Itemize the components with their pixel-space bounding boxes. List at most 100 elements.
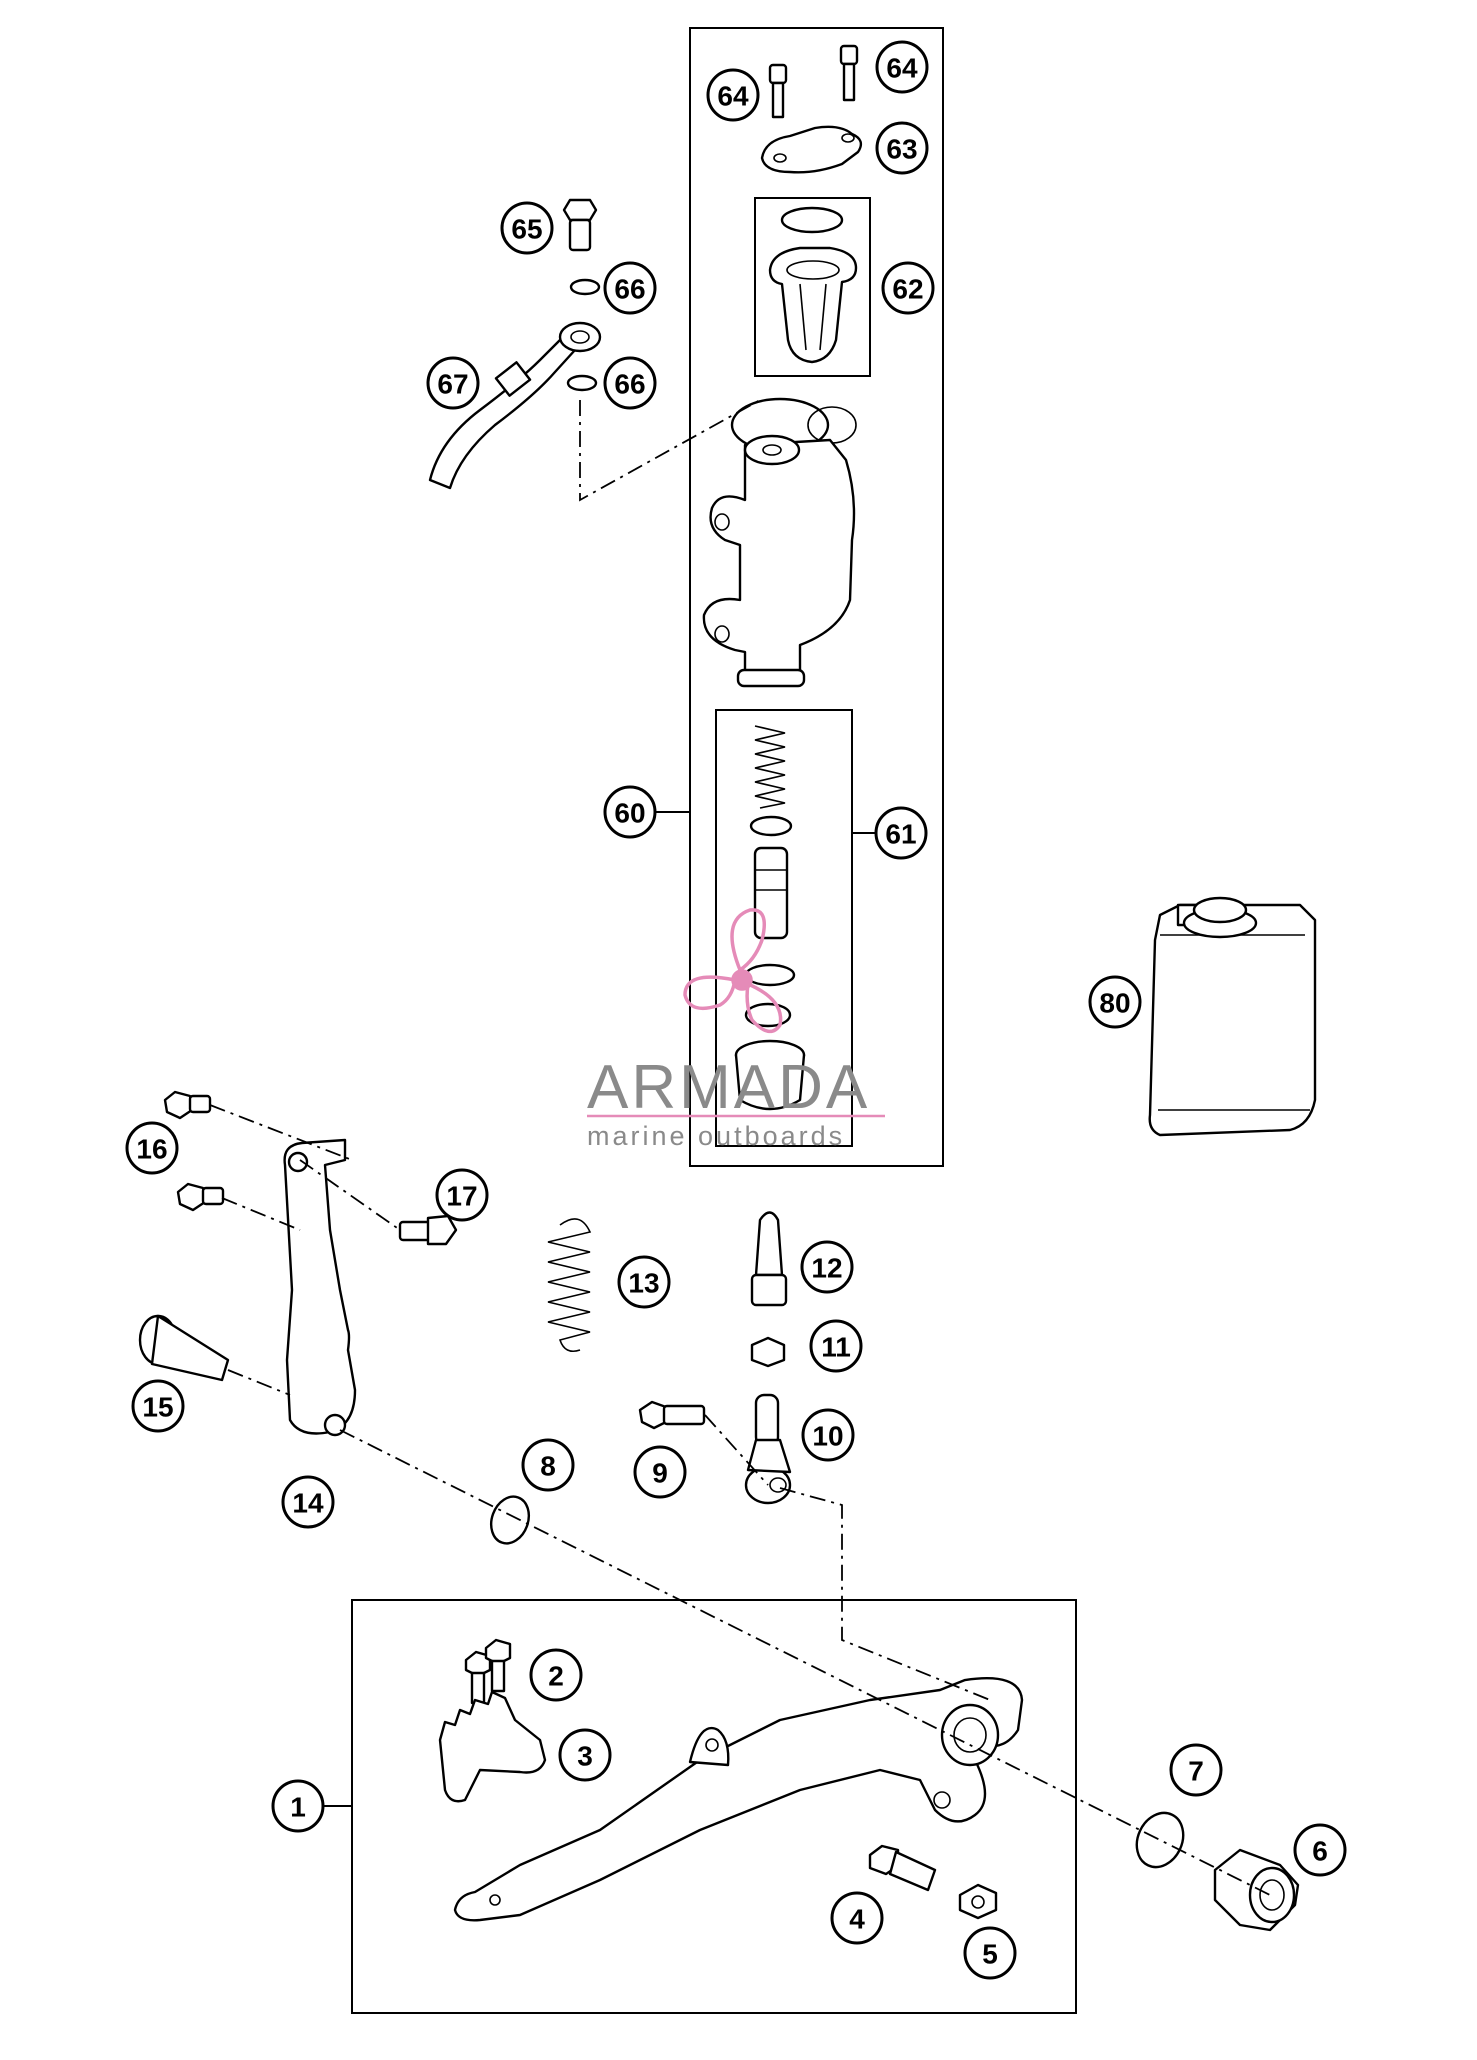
bolt-part-17 bbox=[398, 1214, 458, 1246]
assembly-line-17 bbox=[299, 1159, 401, 1231]
cover-part-63 bbox=[760, 125, 863, 174]
callout-2: 2 bbox=[529, 1648, 583, 1702]
bolt-part-16-upper bbox=[163, 1090, 212, 1120]
boot-part-61 bbox=[734, 1039, 806, 1111]
watermark-subtitle: marine outboards bbox=[587, 1121, 845, 1151]
callout-61: 61 bbox=[874, 806, 928, 860]
callout-64-left: 64 bbox=[706, 68, 760, 122]
svg-text:60: 60 bbox=[614, 798, 645, 829]
bolt-part-16-lower bbox=[176, 1182, 225, 1212]
svg-text:65: 65 bbox=[511, 214, 542, 245]
svg-text:16: 16 bbox=[136, 1134, 167, 1165]
callout-11: 11 bbox=[809, 1319, 863, 1373]
washer-part-61 bbox=[744, 963, 796, 987]
svg-text:7: 7 bbox=[1188, 1756, 1204, 1787]
callout-13: 13 bbox=[617, 1255, 671, 1309]
bracket-part-14 bbox=[283, 1138, 357, 1437]
callout-6: 6 bbox=[1293, 1823, 1347, 1877]
callout-5: 5 bbox=[963, 1926, 1017, 1980]
clevis-part-10 bbox=[744, 1393, 792, 1505]
group-box-62 bbox=[754, 197, 871, 377]
screws-part-2 bbox=[464, 1638, 512, 1705]
assembly-line-9 bbox=[704, 1414, 769, 1486]
spring-part-13 bbox=[547, 1218, 592, 1353]
callout-67: 67 bbox=[426, 356, 480, 410]
svg-text:9: 9 bbox=[652, 1458, 668, 1489]
nut-part-5 bbox=[958, 1883, 998, 1920]
watermark: ARMADA marine outboards bbox=[587, 908, 885, 1151]
assembly-line-16-upper bbox=[209, 1104, 353, 1161]
svg-text:12: 12 bbox=[811, 1253, 842, 1284]
assembly-line-15 bbox=[227, 1369, 291, 1396]
callout-10: 10 bbox=[801, 1408, 855, 1462]
svg-text:67: 67 bbox=[437, 369, 468, 400]
master-cylinder-body bbox=[702, 397, 857, 688]
bolt-part-9 bbox=[638, 1400, 706, 1430]
callout-12: 12 bbox=[800, 1240, 854, 1294]
watermark-title: ARMADA bbox=[587, 1053, 870, 1122]
callout-62: 62 bbox=[881, 261, 935, 315]
callout-60: 60 bbox=[603, 785, 657, 839]
brake-hose-part-67 bbox=[428, 321, 602, 490]
bolt-part-4 bbox=[868, 1844, 937, 1892]
callout-1: 1 bbox=[271, 1779, 325, 1833]
svg-text:5: 5 bbox=[982, 1939, 998, 1970]
o-ring-part-8 bbox=[489, 1495, 531, 1545]
svg-text:14: 14 bbox=[292, 1488, 324, 1519]
callout-3: 3 bbox=[558, 1728, 612, 1782]
svg-text:4: 4 bbox=[849, 1904, 865, 1935]
assembly-line-pivot bbox=[339, 1429, 1271, 1896]
reservoir-part-62 bbox=[768, 206, 858, 364]
svg-text:80: 80 bbox=[1099, 988, 1130, 1019]
svg-text:8: 8 bbox=[540, 1451, 556, 1482]
callout-17: 17 bbox=[435, 1168, 489, 1222]
svg-text:66: 66 bbox=[614, 274, 645, 305]
assembly-line-hose bbox=[579, 399, 761, 502]
brake-pedal-part-1 bbox=[453, 1677, 1024, 1922]
svg-text:13: 13 bbox=[628, 1268, 659, 1299]
assembly-line-16-lower bbox=[221, 1197, 301, 1231]
svg-text:62: 62 bbox=[892, 274, 923, 305]
callout-80: 80 bbox=[1088, 975, 1142, 1029]
callout-14: 14 bbox=[281, 1475, 335, 1529]
svg-text:64: 64 bbox=[886, 53, 918, 84]
svg-text:61: 61 bbox=[885, 819, 916, 850]
callout-9: 9 bbox=[633, 1445, 687, 1499]
group-box-61 bbox=[715, 709, 853, 1147]
group-box-60 bbox=[689, 27, 944, 1167]
propeller-logo-icon bbox=[683, 908, 783, 1034]
svg-text:66: 66 bbox=[614, 369, 645, 400]
callout-8: 8 bbox=[521, 1438, 575, 1492]
svg-text:63: 63 bbox=[886, 134, 917, 165]
screw-part-64-right bbox=[839, 44, 859, 102]
svg-text:11: 11 bbox=[821, 1332, 851, 1363]
callout-4: 4 bbox=[830, 1891, 884, 1945]
step-plate-part-3 bbox=[438, 1690, 547, 1803]
seal-ring-part-61-a bbox=[749, 815, 793, 837]
banjo-bolt-part-65 bbox=[562, 198, 598, 252]
svg-text:1: 1 bbox=[290, 1792, 306, 1823]
callout-65: 65 bbox=[500, 201, 554, 255]
callout-7: 7 bbox=[1169, 1743, 1223, 1797]
callout-66-upper: 66 bbox=[603, 261, 657, 315]
bushing-part-6 bbox=[1213, 1848, 1300, 1932]
callout-16: 16 bbox=[125, 1121, 179, 1175]
svg-text:2: 2 bbox=[548, 1661, 564, 1692]
callout-63: 63 bbox=[875, 121, 929, 175]
assembly-line-clevis bbox=[779, 1487, 991, 1701]
o-ring-part-7 bbox=[1135, 1811, 1185, 1869]
svg-text:6: 6 bbox=[1312, 1836, 1328, 1867]
washer-part-66-lower bbox=[566, 374, 598, 392]
svg-text:15: 15 bbox=[142, 1392, 173, 1423]
callout-64-right: 64 bbox=[875, 40, 929, 94]
brake-fluid-can-part-80 bbox=[1148, 896, 1317, 1137]
callout-15: 15 bbox=[131, 1379, 185, 1433]
svg-text:3: 3 bbox=[577, 1741, 593, 1772]
washer-part-66-upper bbox=[569, 278, 601, 296]
svg-text:17: 17 bbox=[446, 1181, 477, 1212]
svg-text:10: 10 bbox=[812, 1421, 843, 1452]
piston-part-61 bbox=[753, 846, 789, 940]
screw-part-64-left bbox=[768, 63, 788, 119]
callout-66-lower: 66 bbox=[603, 356, 657, 410]
